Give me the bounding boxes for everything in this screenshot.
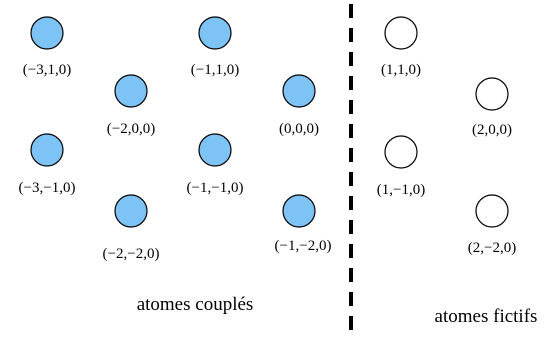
atom-label: (−3,−1,0)	[19, 180, 76, 196]
atom-label: (−2,−2,0)	[103, 246, 160, 262]
atom-label: (−1,1,0)	[191, 62, 239, 78]
atom-label: (−1,−2,0)	[275, 238, 332, 254]
caption-coupled-atoms: atomes couplés	[137, 294, 254, 315]
atom-coupled	[30, 16, 64, 50]
atom-fictive	[384, 16, 418, 50]
atom-fictive	[384, 135, 418, 169]
atom-label: (1,−1,0)	[377, 182, 425, 198]
atom-coupled	[198, 16, 232, 50]
caption-fictive-atoms: atomes fictifs	[435, 306, 538, 327]
atom-label: (−2,0,0)	[107, 121, 155, 137]
atom-label: (0,0,0)	[279, 121, 319, 137]
atom-label: (2,0,0)	[472, 122, 512, 138]
atom-coupled	[282, 74, 316, 108]
atom-label: (1,1,0)	[381, 62, 421, 78]
atom-coupled	[282, 194, 316, 228]
atom-label: (−1,−1,0)	[187, 180, 244, 196]
atom-coupled	[114, 194, 148, 228]
atom-fictive	[475, 194, 509, 228]
atom-coupled	[114, 74, 148, 108]
atom-coupled	[30, 133, 64, 167]
atom-label: (2,−2,0)	[468, 240, 516, 256]
fictive-atoms-group: (1,1,0) (2,0,0) (1,−1,0) (2,−2,0)	[377, 16, 516, 256]
atom-label: (−3,1,0)	[23, 62, 71, 78]
coupled-atoms-group: (−3,1,0) (−1,1,0) (−2,0,0) (0,0,0) (−3,−…	[19, 16, 332, 262]
atom-coupled	[198, 133, 232, 167]
atom-fictive	[475, 77, 509, 111]
